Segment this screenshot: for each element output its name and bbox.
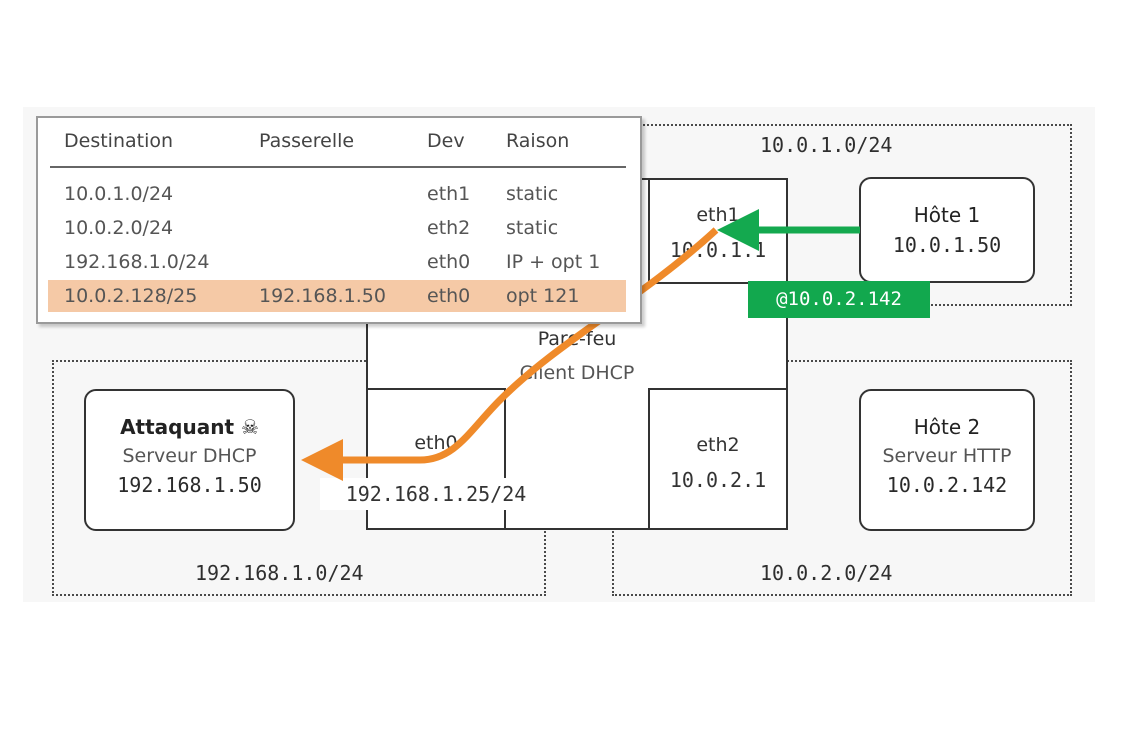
cell-destination: 192.168.1.0/24 bbox=[64, 251, 210, 273]
orange-arrow bbox=[301, 227, 719, 481]
cell-reason: IP + opt 1 bbox=[506, 251, 601, 273]
routing-table: Destination Passerelle Dev Raison 10.0.1… bbox=[36, 116, 642, 324]
firewall-subtitle: Client DHCP bbox=[519, 362, 635, 384]
eth0-name: eth0 bbox=[414, 432, 458, 454]
cell-destination: 10.0.1.0/24 bbox=[64, 183, 174, 205]
host-2-name: Hôte 2 bbox=[913, 415, 981, 439]
col-header-reason: Raison bbox=[506, 130, 570, 152]
col-header-dev: Dev bbox=[427, 130, 465, 152]
cell-dev: eth2 bbox=[427, 217, 471, 239]
host-2-role: Serveur HTTP bbox=[882, 445, 1012, 467]
cell-destination: 10.0.2.0/24 bbox=[64, 217, 174, 239]
cell-dev: eth0 bbox=[427, 285, 471, 307]
eth2-ip: 10.0.2.1 bbox=[669, 468, 767, 492]
table-row: 10.0.2.0/24 eth2 static bbox=[48, 212, 626, 244]
cell-reason: opt 121 bbox=[506, 285, 580, 307]
subnet-label-192-168-1: 192.168.1.0/24 bbox=[195, 561, 364, 585]
cell-dev: eth1 bbox=[427, 183, 471, 205]
table-row: 192.168.1.0/24 eth0 IP + opt 1 bbox=[48, 246, 626, 278]
header-divider bbox=[50, 166, 626, 168]
attacker-role: Serveur DHCP bbox=[122, 445, 257, 467]
cell-reason: static bbox=[506, 217, 559, 239]
cell-dev: eth0 bbox=[427, 251, 471, 273]
host-1: Hôte 1 10.0.1.50 bbox=[859, 177, 1035, 283]
subnet-label-10-0-2: 10.0.2.0/24 bbox=[760, 561, 893, 585]
table-row-highlighted: 10.0.2.128/25 192.168.1.50 eth0 opt 121 bbox=[48, 280, 626, 312]
host-1-name: Hôte 1 bbox=[913, 203, 981, 227]
col-header-destination: Destination bbox=[64, 130, 174, 152]
cell-reason: static bbox=[506, 183, 559, 205]
host-1-ip: 10.0.1.50 bbox=[892, 233, 1002, 257]
attacker-name: Attaquant ☠ bbox=[120, 415, 259, 439]
host-2: Hôte 2 Serveur HTTP 10.0.2.142 bbox=[859, 389, 1035, 531]
interface-eth2: eth2 10.0.2.1 bbox=[648, 388, 788, 530]
packet-destination-tag: @10.0.2.142 bbox=[748, 281, 930, 318]
table-row: 10.0.1.0/24 eth1 static bbox=[48, 178, 626, 210]
cell-destination: 10.0.2.128/25 bbox=[64, 285, 198, 307]
eth0-ip: 192.168.1.25/24 bbox=[320, 478, 552, 510]
cell-gateway: 192.168.1.50 bbox=[259, 285, 386, 307]
eth2-name: eth2 bbox=[696, 434, 740, 456]
attacker-ip: 192.168.1.50 bbox=[117, 473, 262, 497]
host-2-ip: 10.0.2.142 bbox=[886, 473, 1008, 497]
col-header-gateway: Passerelle bbox=[259, 130, 355, 152]
attacker-host: Attaquant ☠ Serveur DHCP 192.168.1.50 bbox=[84, 389, 295, 531]
subnet-label-10-0-1: 10.0.1.0/24 bbox=[760, 133, 893, 157]
